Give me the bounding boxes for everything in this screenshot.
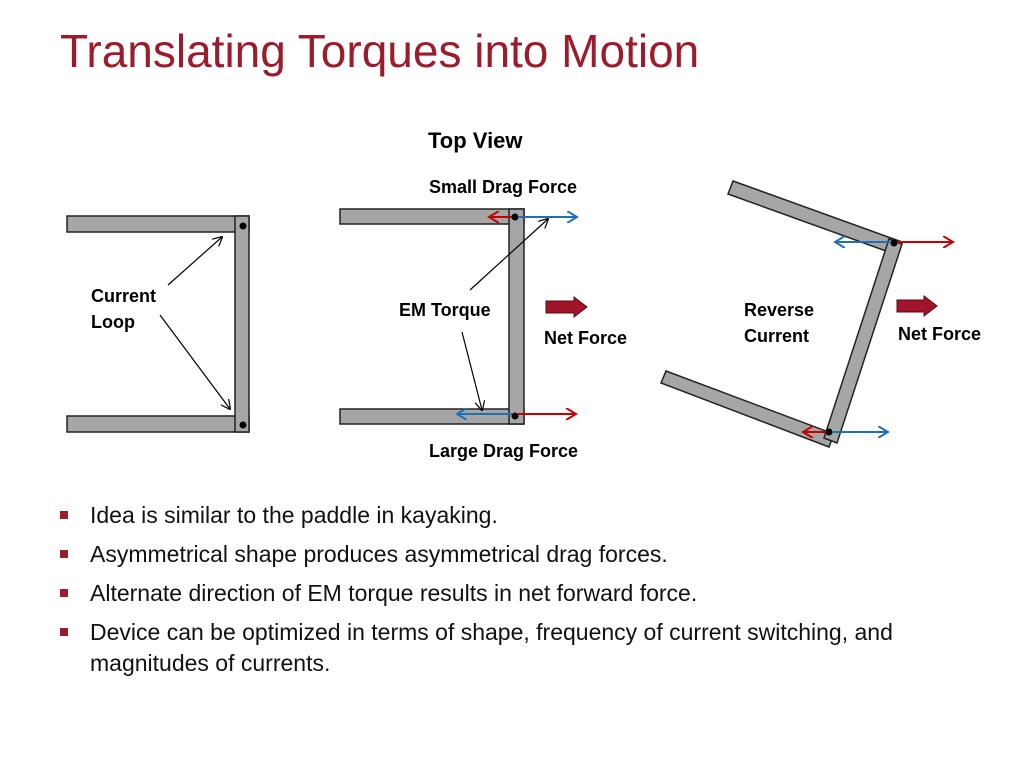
bullet-item: Device can be optimized in terms of shap… — [56, 617, 956, 679]
current-loop-shape — [66, 215, 250, 433]
net-force-label: Net Force — [898, 324, 981, 344]
pointer-arrow — [469, 219, 548, 291]
net-force-arrow — [896, 294, 938, 318]
pivot-dot — [825, 428, 833, 436]
pointer-arrow — [159, 314, 230, 409]
net-force-label: Net Force — [544, 328, 627, 348]
pointer-arrow — [461, 331, 482, 410]
bullet-item: Idea is similar to the paddle in kayakin… — [56, 500, 956, 531]
pivot-dot — [890, 239, 898, 247]
current-loop-label: Current Loop — [91, 286, 161, 332]
pivot-dot — [239, 421, 247, 429]
small-drag-force-label: Small Drag Force — [429, 177, 577, 197]
bullet-item: Asymmetrical shape produces asymmetrical… — [56, 539, 956, 570]
rotated-loop-shape — [660, 180, 903, 448]
bullet-item: Alternate direction of EM torque results… — [56, 578, 956, 609]
slide-title: Translating Torques into Motion — [60, 25, 700, 77]
net-force-arrow — [545, 295, 588, 319]
pointer-arrow — [167, 237, 222, 286]
torque-diagram: Top View Current Loop Small Drag Force L… — [66, 128, 981, 461]
em-torque-label: EM Torque — [399, 300, 491, 320]
pivot-dot — [511, 412, 519, 420]
middle-loop-shape — [339, 208, 525, 425]
pivot-dot — [239, 222, 247, 230]
top-view-label: Top View — [428, 128, 523, 153]
pivot-dot — [511, 213, 519, 221]
bullet-list: Idea is similar to the paddle in kayakin… — [56, 500, 956, 687]
large-drag-force-label: Large Drag Force — [429, 441, 578, 461]
reverse-current-label: Reverse Current — [744, 300, 819, 346]
